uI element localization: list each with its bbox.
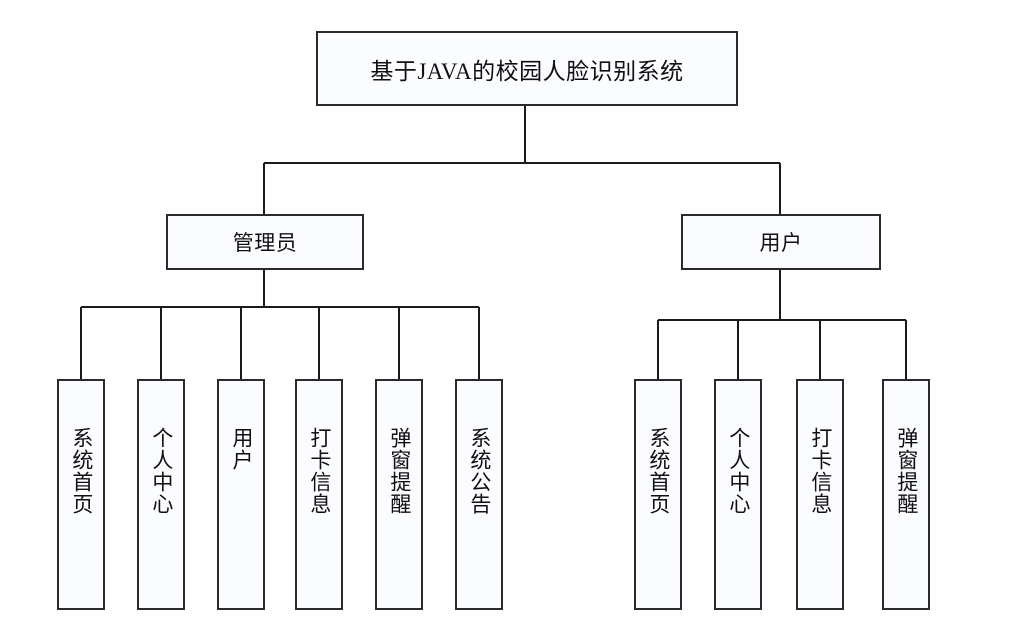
node-leaf-admin-5[interactable]: 弹窗提醒	[375, 379, 423, 610]
node-leaf-user-4-label: 弹窗提醒	[894, 427, 919, 515]
node-leaf-user-1[interactable]: 系统首页	[634, 379, 682, 610]
node-leaf-admin-3-label: 用户	[229, 427, 254, 471]
node-leaf-user-1-label: 系统首页	[646, 427, 671, 515]
node-leaf-admin-4-label: 打卡信息	[307, 427, 332, 515]
node-branch-user-label: 用户	[759, 231, 803, 255]
node-leaf-admin-2[interactable]: 个人中心	[137, 379, 185, 610]
node-leaf-admin-3[interactable]: 用户	[217, 379, 265, 610]
node-branch-administrator[interactable]: 管理员	[166, 214, 364, 270]
node-branch-administrator-label: 管理员	[232, 231, 298, 255]
node-leaf-user-3-label: 打卡信息	[808, 427, 833, 515]
node-leaf-user-3[interactable]: 打卡信息	[796, 379, 844, 610]
node-leaf-admin-4[interactable]: 打卡信息	[295, 379, 343, 610]
node-leaf-admin-5-label: 弹窗提醒	[387, 427, 412, 515]
node-leaf-admin-6[interactable]: 系统公告	[455, 379, 503, 610]
node-leaf-admin-2-label: 个人中心	[149, 427, 174, 515]
node-leaf-admin-6-label: 系统公告	[467, 427, 492, 515]
node-leaf-admin-1[interactable]: 系统首页	[57, 379, 105, 610]
node-root-system[interactable]: 基于JAVA的校园人脸识别系统	[316, 31, 738, 106]
node-leaf-user-4[interactable]: 弹窗提醒	[882, 379, 930, 610]
node-leaf-user-2[interactable]: 个人中心	[714, 379, 762, 610]
node-leaf-admin-1-label: 系统首页	[69, 427, 94, 515]
node-root-label: 基于JAVA的校园人脸识别系统	[370, 58, 684, 84]
node-leaf-user-2-label: 个人中心	[726, 427, 751, 515]
node-branch-user[interactable]: 用户	[681, 214, 881, 270]
